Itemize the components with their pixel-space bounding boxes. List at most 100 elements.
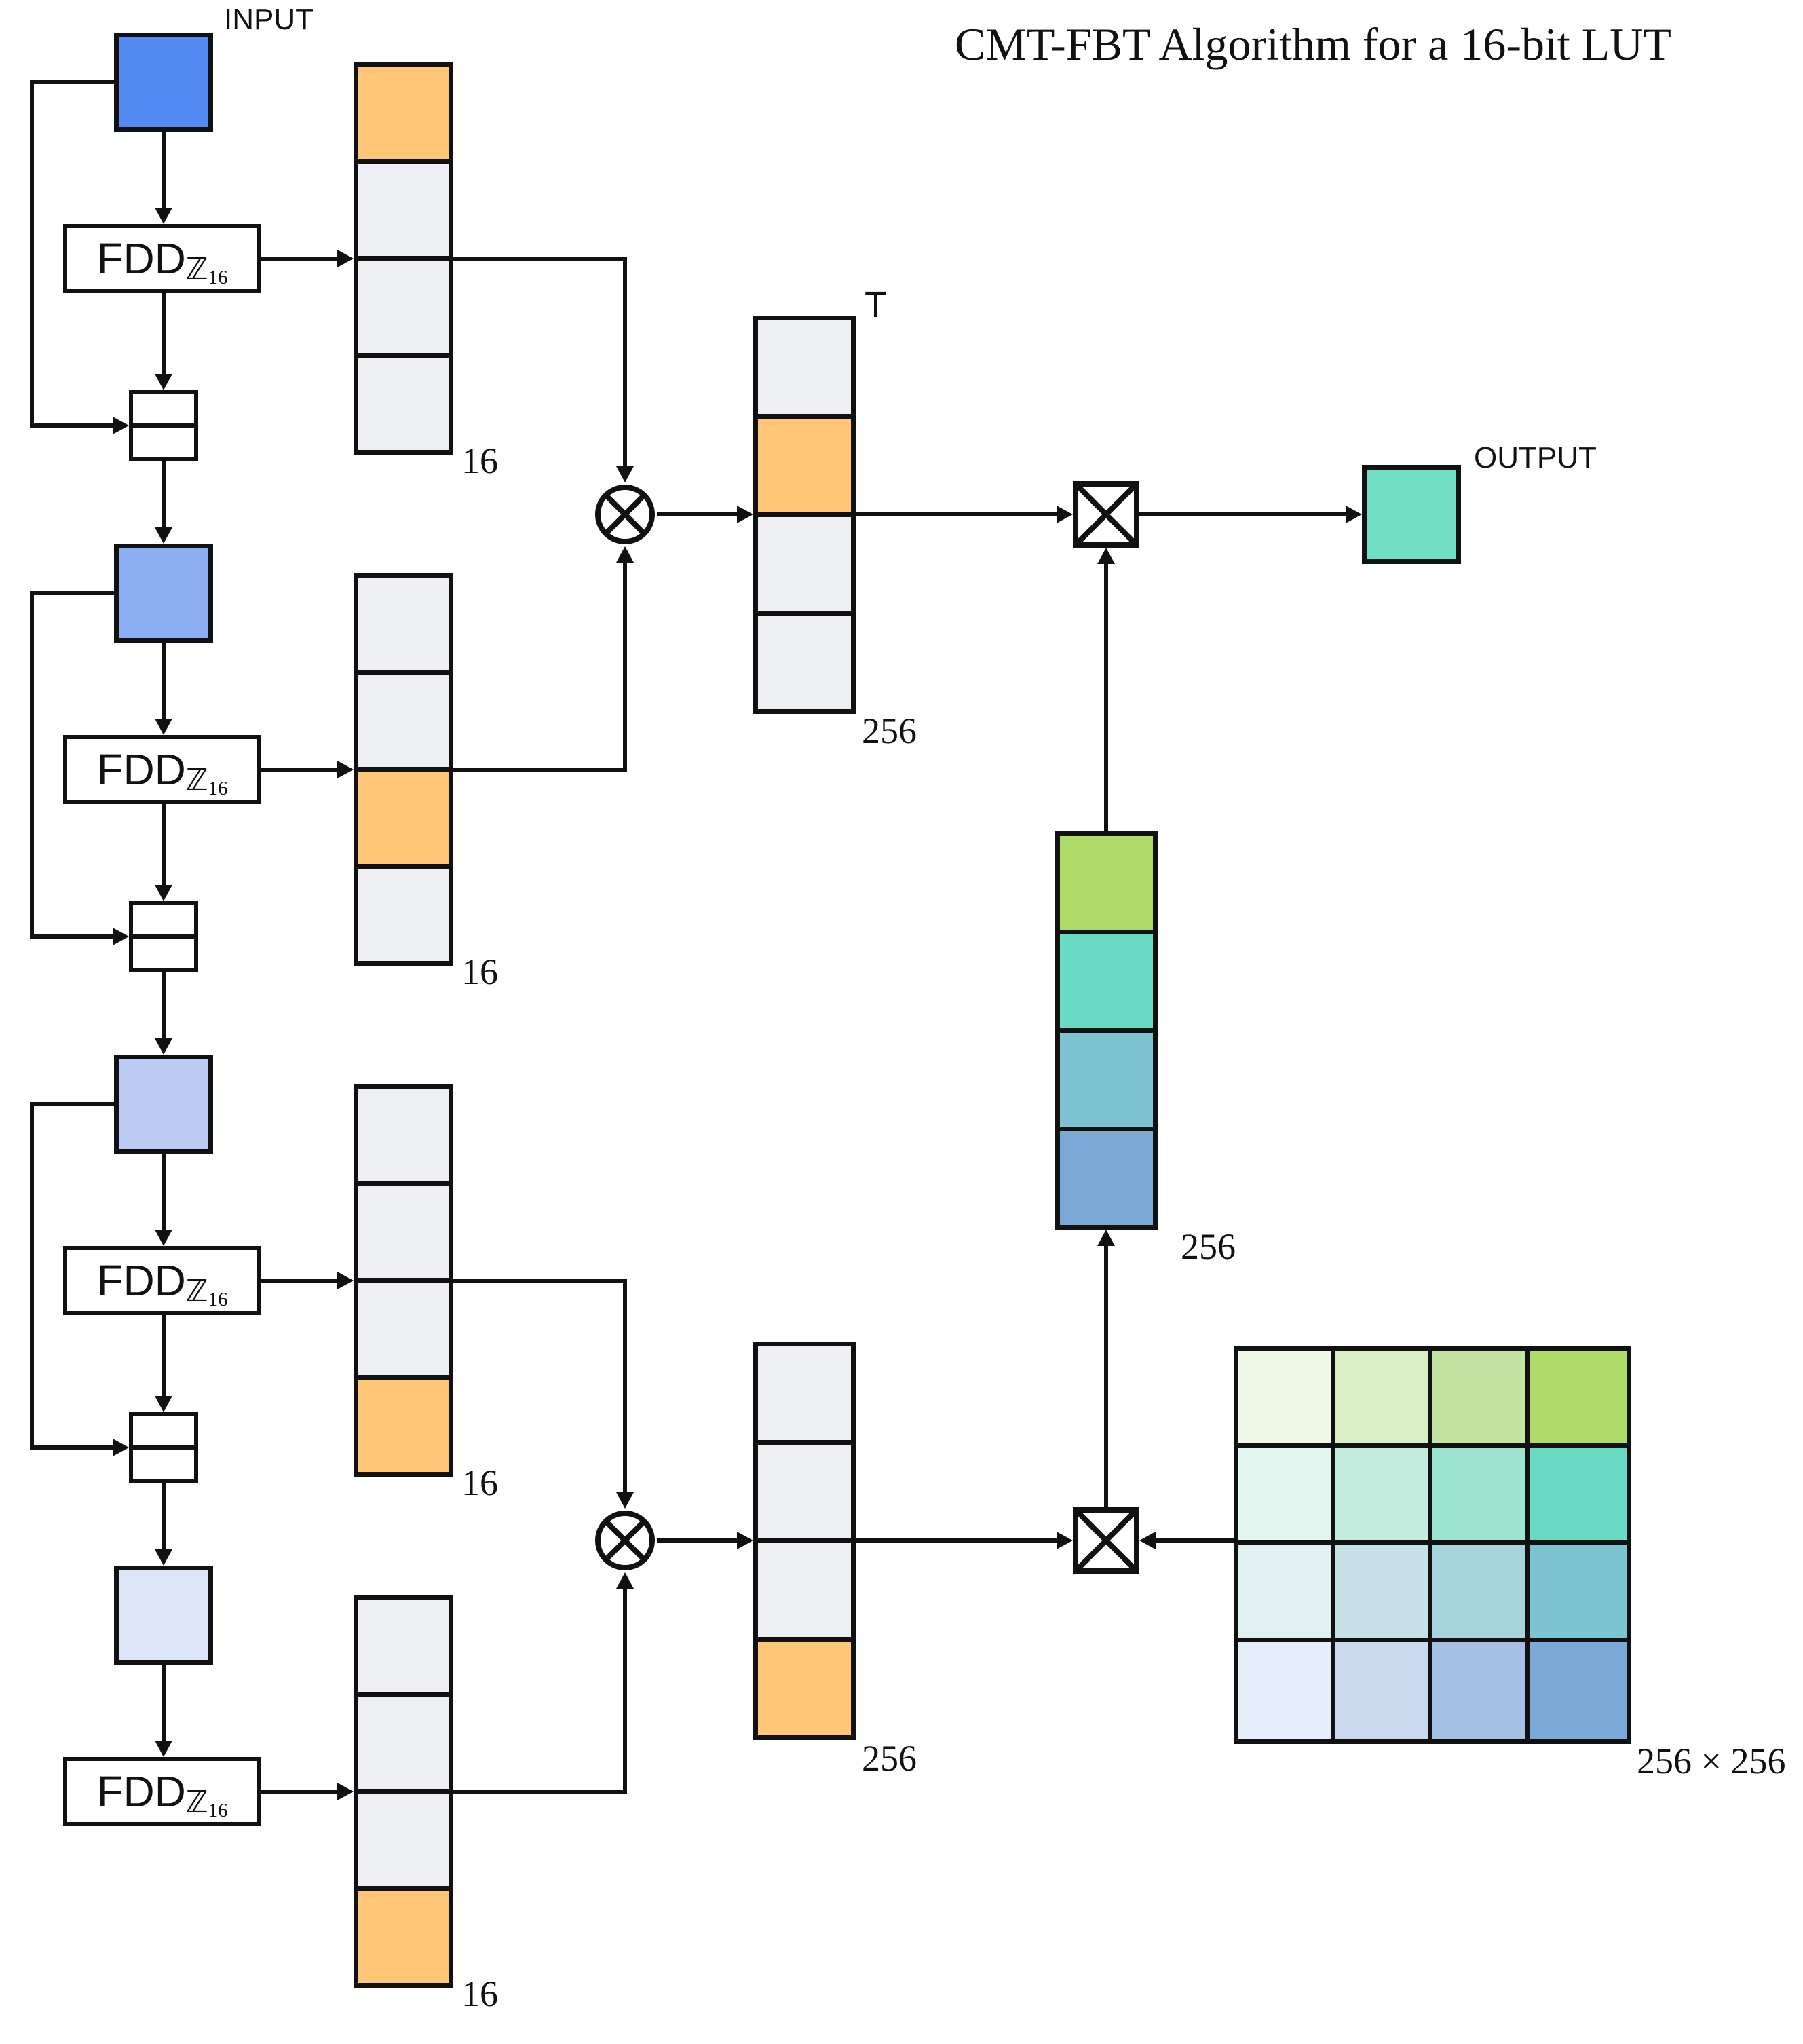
vector-16-size-label: 16: [461, 440, 498, 481]
fdd-label: FDD: [96, 1256, 186, 1305]
vector-cell: [358, 1697, 449, 1794]
input-square: [114, 33, 213, 132]
product-vector-size-label: 256: [862, 1738, 917, 1779]
tensor-product-icon-1: [595, 485, 655, 544]
connector: [856, 1538, 1059, 1543]
connector: [657, 1538, 740, 1543]
connector: [261, 257, 340, 261]
vector-cell: [358, 1283, 449, 1380]
connector: [453, 768, 627, 772]
feedback-line: [30, 1102, 114, 1106]
vector-16-stage2: [354, 573, 453, 966]
vector-cell-highlighted: [358, 67, 449, 164]
fdd-ring-symbol: ℤ: [185, 1274, 208, 1308]
vector-16-stage3: [354, 1084, 453, 1477]
vector-cell: [758, 1543, 851, 1642]
vector-cell: [358, 261, 449, 358]
matrix-cell: [1432, 1351, 1530, 1448]
feedback-line: [30, 80, 114, 84]
vector-cell: [1060, 934, 1153, 1033]
arrowhead: [337, 1272, 354, 1289]
fdd-ring-symbol: ℤ: [185, 763, 208, 797]
connector: [162, 1483, 166, 1553]
arrowhead: [113, 928, 129, 945]
connector: [162, 293, 166, 378]
arrowhead: [337, 250, 354, 267]
connector: [162, 804, 166, 889]
arrowhead: [1097, 1230, 1115, 1246]
vector-cell: [358, 675, 449, 772]
connector: [623, 561, 627, 772]
feedback-line: [30, 1102, 34, 1450]
feedback-line: [30, 423, 115, 428]
matrix-cell: [1335, 1642, 1432, 1739]
arrowhead: [155, 1396, 172, 1412]
matrix-product-icon-2: [1073, 1507, 1139, 1574]
output-square: [1362, 465, 1461, 564]
vector-cell-highlighted: [758, 1642, 851, 1735]
vector-cell: [358, 869, 449, 961]
vector-cell: [1060, 836, 1153, 934]
vector-cell: [358, 164, 449, 261]
connector: [162, 972, 166, 1042]
vector-cell: [758, 517, 851, 616]
arrowhead: [155, 527, 172, 544]
arrowhead: [155, 719, 172, 735]
split-divider: [133, 934, 194, 939]
connector: [162, 643, 166, 723]
split-divider: [133, 1445, 194, 1450]
diagram-title: CMT-FBT Algorithm for a 16-bit LUT: [955, 18, 1671, 70]
vector-cell: [758, 1346, 851, 1445]
fdd-label: FDD: [96, 1767, 186, 1816]
matrix-cell: [1238, 1351, 1335, 1448]
vector-cell-highlighted: [358, 1891, 449, 1983]
connector: [162, 461, 166, 531]
matrix-cell: [1432, 1545, 1530, 1642]
connector: [261, 1790, 340, 1794]
vector-cell-highlighted: [358, 1380, 449, 1472]
feedback-line: [30, 934, 115, 939]
connector: [657, 512, 740, 516]
fdd-ring-index: 16: [208, 1799, 228, 1821]
vector-16-size-label: 16: [461, 1973, 498, 2014]
connector: [623, 1587, 627, 1794]
vector-cell: [358, 578, 449, 675]
vector-cell: [358, 1089, 449, 1186]
matrix-cell: [1238, 1545, 1335, 1642]
arrowhead: [1346, 506, 1362, 523]
t-vector-256: [753, 316, 856, 714]
arrowhead: [1097, 548, 1115, 564]
fdd-ring-symbol: ℤ: [185, 1785, 208, 1819]
fdd-ring-index: 16: [208, 266, 228, 288]
fdd-ring-index: 16: [208, 1288, 228, 1310]
vector-cell: [758, 320, 851, 419]
matrix-cell: [1335, 1545, 1432, 1642]
vector-16-stage4: [354, 1595, 453, 1988]
arrowhead: [616, 1492, 634, 1509]
arrowhead: [337, 1783, 354, 1800]
connector: [623, 257, 627, 470]
split-divider: [133, 423, 194, 428]
split-box-2: [129, 901, 198, 972]
vector-cell-highlighted: [358, 772, 449, 869]
connector: [162, 1315, 166, 1400]
arrowhead: [155, 1038, 172, 1055]
vector-cell: [758, 1445, 851, 1543]
arrowhead: [113, 1439, 129, 1456]
lut-matrix-size-label: 256 × 256: [1637, 1741, 1786, 1781]
arrowhead: [155, 1230, 172, 1246]
matrix-cell: [1530, 1545, 1627, 1642]
fdd-ring-index: 16: [208, 777, 228, 799]
fdd-label: FDD: [96, 234, 186, 283]
matrix-cell: [1530, 1448, 1627, 1545]
arrowhead: [616, 546, 634, 563]
stage2-square: [114, 544, 213, 643]
connector: [856, 512, 1059, 516]
split-box-3: [129, 1412, 198, 1483]
vector-cell: [758, 616, 851, 709]
vector-cell: [1060, 1131, 1153, 1225]
t-vector-label: T: [865, 284, 887, 325]
